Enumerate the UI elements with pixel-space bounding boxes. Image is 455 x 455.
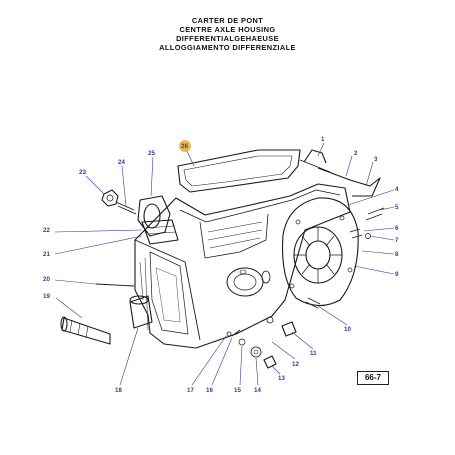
callout-24: 24 xyxy=(118,159,125,166)
callout-7: 7 xyxy=(395,237,399,244)
callout-18: 18 xyxy=(115,387,122,394)
callout-26: 26 xyxy=(181,143,188,150)
callout-19: 19 xyxy=(43,293,50,300)
callout-13: 13 xyxy=(278,375,285,382)
callout-25: 25 xyxy=(148,150,155,157)
nut xyxy=(101,189,119,207)
callout-1: 1 xyxy=(321,136,325,143)
callout-14: 14 xyxy=(254,387,261,394)
callout-23: 23 xyxy=(79,169,86,176)
differential-flange xyxy=(282,197,359,307)
callout-2: 2 xyxy=(354,150,358,157)
drain-plug xyxy=(263,355,277,369)
seal-block xyxy=(141,219,179,245)
title-english: CENTRE AXLE HOUSING xyxy=(179,25,276,34)
callout-8: 8 xyxy=(395,251,399,258)
callout-5: 5 xyxy=(395,204,399,211)
title-french: CARTER DE PONT xyxy=(191,16,264,25)
callout-16: 16 xyxy=(206,387,213,394)
stud xyxy=(115,201,137,215)
callout-21: 21 xyxy=(43,251,50,258)
callout-11: 11 xyxy=(310,350,317,357)
hook-part xyxy=(303,149,327,164)
callout-9: 9 xyxy=(395,271,399,278)
callout-17: 17 xyxy=(187,387,194,394)
callout-3: 3 xyxy=(374,156,378,163)
bracket xyxy=(317,167,381,197)
bushing xyxy=(129,295,153,329)
title-italian: ALLOGGIAMENTO DIFFERENZIALE xyxy=(159,43,296,52)
highlight-marker xyxy=(179,140,191,152)
callout-4: 4 xyxy=(395,186,399,193)
callout-22: 22 xyxy=(43,227,50,234)
callout-20: 20 xyxy=(43,276,50,283)
bearing-housing xyxy=(137,195,171,237)
cover-gasket xyxy=(177,149,301,193)
callout-10: 10 xyxy=(344,326,351,333)
callout-15: 15 xyxy=(234,387,241,394)
callout-12: 12 xyxy=(292,361,299,368)
title-german: DIFFERENTIALGEHAEUSE xyxy=(176,34,279,43)
plug xyxy=(281,321,297,337)
drive-shaft xyxy=(61,317,111,345)
page-reference: 66-7 xyxy=(357,371,389,385)
callout-6: 6 xyxy=(395,225,399,232)
